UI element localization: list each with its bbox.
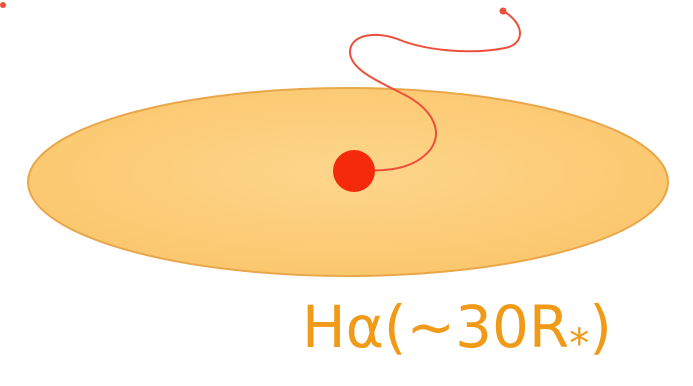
label-close: ) (589, 293, 612, 361)
photon-path-end-marker (499, 7, 507, 15)
corner-marker (0, 2, 6, 8)
photon-path (348, 11, 521, 172)
label-subscript: * (569, 321, 590, 367)
central-star (333, 150, 375, 192)
label-main: Hα(~30R (302, 293, 570, 361)
halpha-region-label: Hα(~30R*) (302, 298, 612, 364)
